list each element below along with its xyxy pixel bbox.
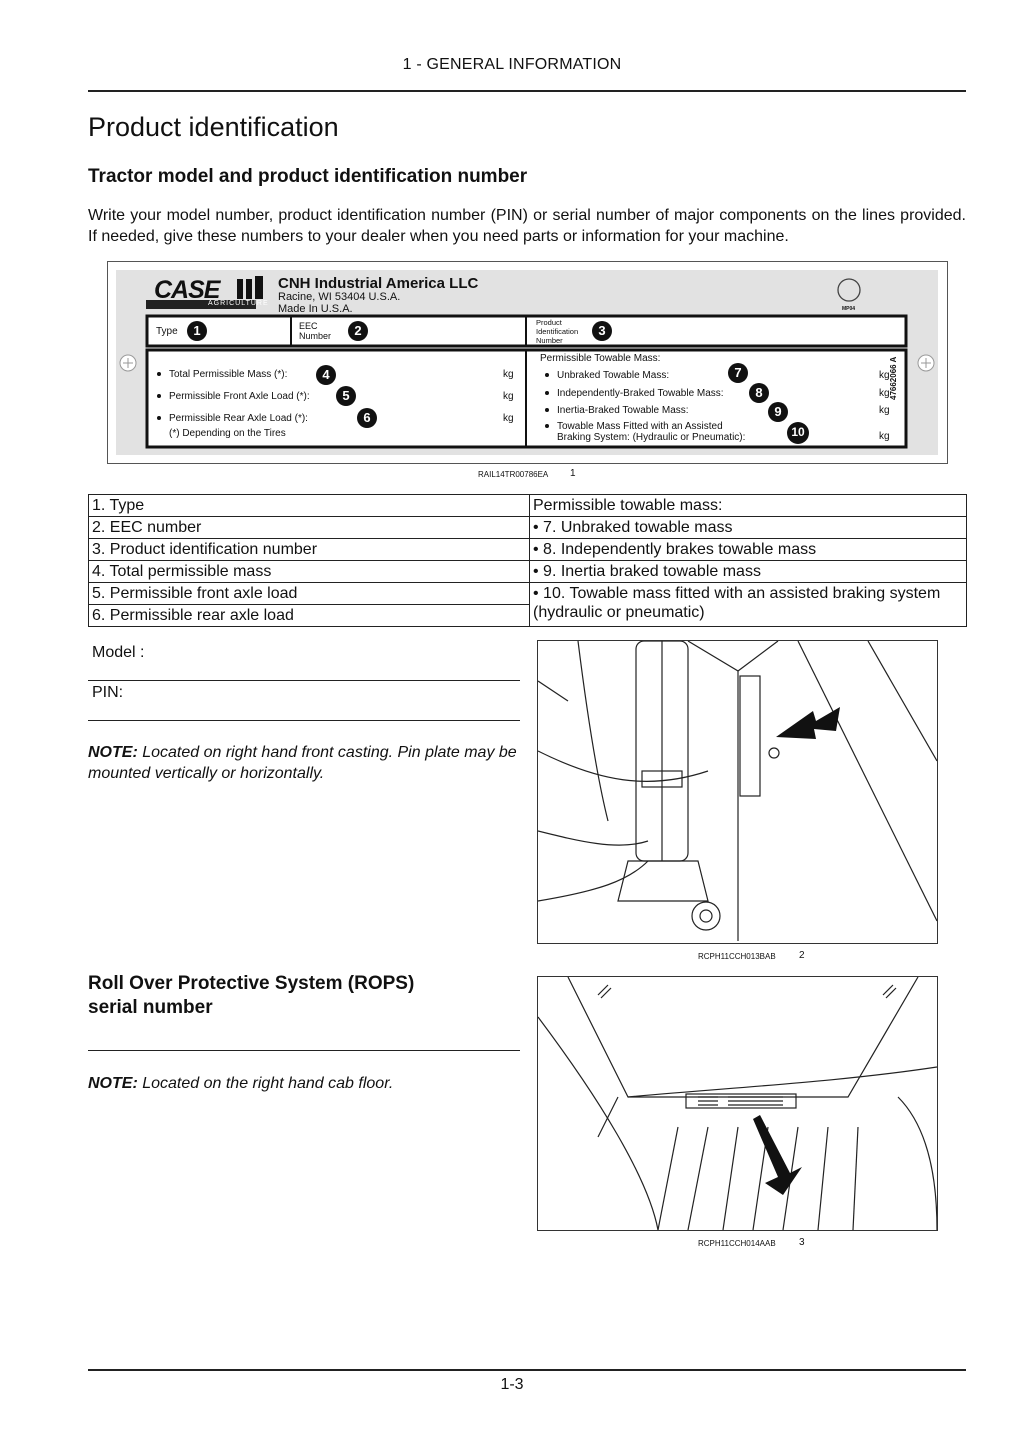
cab-floor-illustration [538,977,937,1230]
company-name: CNH Industrial America LLC [278,275,479,292]
made-in: Made In U.S.A. [278,303,353,315]
table-row: 5. Permissible front axle load• 10. Towa… [88,582,967,627]
plate-front-axle: Permissible Front Axle Load (*): [169,391,310,402]
legend-cell: 4. Total permissible mass [88,560,530,583]
callout-10: 10 [791,425,805,439]
figure-2-id: RCPH11CCH013BAB [698,952,776,961]
callout-9: 9 [774,404,782,419]
legend-cell: 5. Permissible front axle load [88,582,530,605]
header-rule [88,90,966,92]
plate-type-label: Type [156,326,178,337]
page-number: 1-3 [500,1376,524,1393]
plate-independent: Independently-Braked Towable Mass: [557,388,724,399]
kg-unit: kg [879,405,890,416]
note-front-casting: NOTE: Located on right hand front castin… [88,744,517,782]
plate-inertia: Inertia-Braked Towable Mass: [557,405,689,416]
cert-code: MP04 [842,306,856,312]
section-title: Tractor model and product identification… [88,166,528,187]
kg-unit: kg [503,413,514,424]
plate-total-mass: Total Permissible Mass (*): [169,369,288,380]
legend-cell: • 9. Inertia braked towable mass [529,560,967,583]
company-address: Racine, WI 53404 U.S.A. [278,291,401,303]
kg-unit: kg [879,431,890,442]
callout-1: 1 [193,323,201,338]
front-casting-illustration [538,641,937,941]
legend-cell: 6. Permissible rear axle load [88,604,530,627]
brand-sub: AGRICULTURE [208,300,269,307]
plate-part-number: 47662066 A [889,356,898,400]
callout-5: 5 [342,388,350,403]
legend-cell: • 7. Unbraked towable mass [529,516,967,539]
figure-3-number: 3 [799,1237,805,1248]
legend-cell: • 8. Independently brakes towable mass [529,538,967,561]
plate-unbraked: Unbraked Towable Mass: [557,370,670,381]
legend-cell: 3. Product identification number [88,538,530,561]
model-label: Model : [92,644,145,661]
intro-paragraph: Write your model number, product identif… [88,207,966,245]
plate-depending: (*) Depending on the Tires [169,428,286,439]
table-row: 3. Product identification number• 8. Ind… [88,538,967,561]
legend-cell: 2. EEC number [88,516,530,539]
rops-write-line[interactable] [88,1050,520,1051]
legend-cell: • 10. Towable mass fitted with an assist… [529,582,967,627]
plate-rear-axle: Permissible Rear Axle Load (*): [169,413,308,424]
plate-towable-heading: Permissible Towable Mass: [540,353,661,364]
id-plate: CASE AGRICULTURE CNH Industrial America … [116,270,938,455]
callout-2: 2 [354,323,362,338]
brand-logo: CASE [154,276,220,304]
legend-cell: Permissible towable mass: [529,494,967,517]
kg-unit: kg [879,388,890,399]
callout-8: 8 [755,385,763,400]
legend-cell: 1. Type [88,494,530,517]
callout-6: 6 [363,410,371,425]
figure-1-id: RAIL14TR00786EA [478,470,549,479]
running-header: 1 - GENERAL INFORMATION [402,56,622,73]
callout-4: 4 [322,367,330,382]
note-cab-floor: NOTE: Located on the right hand cab floo… [88,1075,394,1092]
page-title: Product identification [88,112,339,142]
id-plate-drawing [119,276,935,449]
callout-7: 7 [734,365,742,380]
table-row: 4. Total permissible mass• 9. Inertia br… [88,560,967,583]
kg-unit: kg [879,370,890,381]
pin-write-line[interactable] [88,720,520,721]
figure-3-id: RCPH11CCH014AAB [698,1239,776,1248]
kg-unit: kg [503,391,514,402]
pin-label: PIN: [92,684,124,701]
footer-rule [88,1369,966,1371]
figure-3-image [537,976,938,1231]
rops-section-title: Roll Over Protective System (ROPS)serial… [88,973,415,1018]
figure-1-number: 1 [570,468,576,479]
kg-unit: kg [503,369,514,380]
callout-3: 3 [598,323,606,338]
figure-2-image [537,640,938,944]
id-plate-figure: CASE AGRICULTURE CNH Industrial America … [107,261,948,464]
model-write-line[interactable] [88,680,520,681]
table-row: 6. Permissible rear axle load [88,604,967,627]
figure-2-number: 2 [799,950,805,961]
table-row: 2. EEC number• 7. Unbraked towable mass [88,516,967,539]
